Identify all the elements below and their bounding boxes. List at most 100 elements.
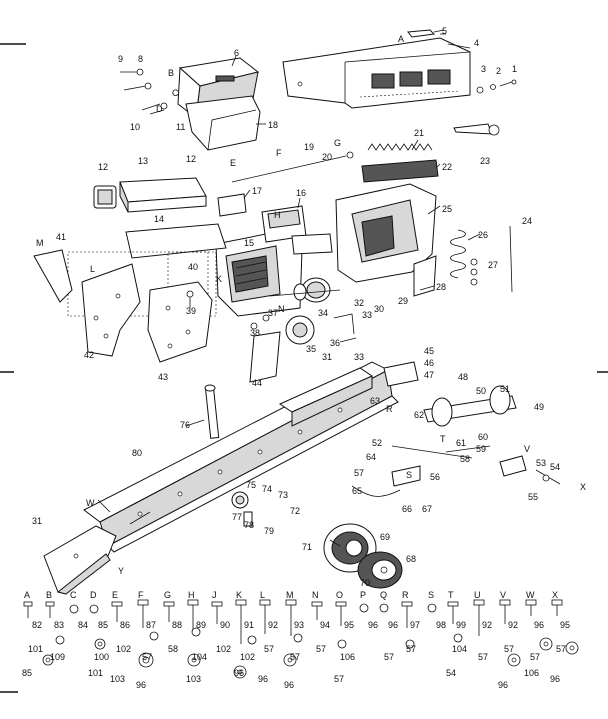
callout-63: 63 [370,396,380,406]
hardware-low2-K: 96 [234,668,244,678]
rod-part-24 [509,225,513,293]
letter-V: V [524,444,530,454]
callout-78: 78 [244,520,254,530]
hardware-low-D: 100 [94,652,109,662]
hardware-letter-B: B [46,590,52,600]
callout-53: 53 [536,458,546,468]
callout-77: 77 [232,512,242,522]
callout-11: 11 [176,122,185,132]
handle-part-23 [453,123,500,136]
hardware-number-O: 95 [344,620,354,630]
engine-part-15 [215,229,303,317]
callout-49: 49 [534,402,544,412]
hardware-low2-D: 101 [88,668,103,678]
callout-33b: 33 [354,352,364,362]
hardware-number-M: 93 [294,620,304,630]
hardware-number-P: 96 [368,620,378,630]
callout-71: 71 [302,542,312,552]
callout-52: 52 [372,438,382,448]
link-part-58 [391,445,491,459]
callout-19: 19 [304,142,314,152]
callout-17: 17 [252,186,262,196]
hardware-low2-F: 96 [136,680,146,690]
hardware-low-L: 57 [264,644,274,654]
callout-59: 59 [476,444,486,454]
hardware-low2-E: 103 [110,674,125,684]
hardware-letter-P: P [360,590,366,600]
callout-41: 41 [56,232,66,242]
callout-72: 72 [290,506,300,516]
letter-T: T [440,434,446,444]
hardware-number-A: 82 [32,620,42,630]
callout-75: 75 [246,480,256,490]
side-plate-part-43 [147,281,213,363]
callout-73: 73 [278,490,288,500]
callout-34: 34 [318,308,328,318]
hardware-low2-L: 96 [258,674,268,684]
hardware-number-R: 97 [410,620,420,630]
callout-23: 23 [480,156,490,166]
hardware-low-O: 106 [340,652,355,662]
letter-W: W [86,498,95,508]
bracket-part-33 [333,313,357,343]
leader-lines [97,33,481,547]
small-parts-1-3 [476,79,517,94]
callout-35: 35 [306,344,316,354]
hardware-number-X: 95 [560,620,570,630]
callout-61: 61 [456,438,466,448]
callout-21: 21 [414,128,424,138]
hardware-low-A: 101 [28,644,43,654]
hardware-letter-W: W [526,590,535,600]
hardware-low-M: 57 [290,652,300,662]
hardware-letter-E: E [112,590,118,600]
callout-45: 45 [424,346,434,356]
letter-C: C [172,88,179,98]
callout-51: 51 [500,384,510,394]
callout-33a: 33 [362,310,372,320]
hardware-number-K: 91 [244,620,254,630]
callout-31a: 31 [32,516,42,526]
lever-part-66 [391,465,421,487]
letter-D: D [156,104,163,114]
hardware-number-N: 94 [320,620,330,630]
callout-14: 14 [154,214,164,224]
letter-R: R [386,404,393,414]
bolt-part-37-38 [250,314,270,330]
hardware-low2-O: 57 [334,674,344,684]
callout-9: 9 [118,54,123,64]
callout-42: 42 [84,350,94,360]
hardware-letter-G: G [164,590,171,600]
hardware-low-F: 57 [142,652,152,662]
callout-30: 30 [374,304,384,314]
hardware-key: A8210185B83109C84D85100101E86102103F8757… [22,590,570,690]
bracket-part-41 [33,249,73,303]
bolt-part-39 [186,290,194,308]
crossmember-part-63 [278,367,374,427]
callout-13: 13 [138,156,148,166]
hardware-letter-X: X [552,590,558,600]
hardware-letter-H: H [188,590,195,600]
panel-part-18 [185,95,261,151]
callout-66: 66 [402,504,412,514]
hardware-letter-M: M [286,590,294,600]
seat-housing-part-25 [335,183,437,297]
callout-47: 47 [424,370,434,380]
callout-74: 74 [262,484,272,494]
callout-6: 6 [234,48,239,58]
callout-22: 22 [442,162,452,172]
letter-B: B [168,68,174,78]
hardware-low2-T: 54 [446,668,456,678]
hub-part-74 [231,491,253,527]
hardware-letter-C: C [70,590,77,600]
callout-36: 36 [330,338,340,348]
callout-62: 62 [414,410,424,420]
engine-mount-part-14 [67,223,227,317]
letter-N: N [278,304,285,314]
bracket-part-47 [383,361,419,387]
hardware-row [23,599,563,644]
callout-20: 20 [322,152,332,162]
hardware-letter-L: L [260,590,265,600]
callout-labels: 1 2 3 4 5 6 8 9 10 11 12 12 13 14 15 16 … [32,26,586,588]
